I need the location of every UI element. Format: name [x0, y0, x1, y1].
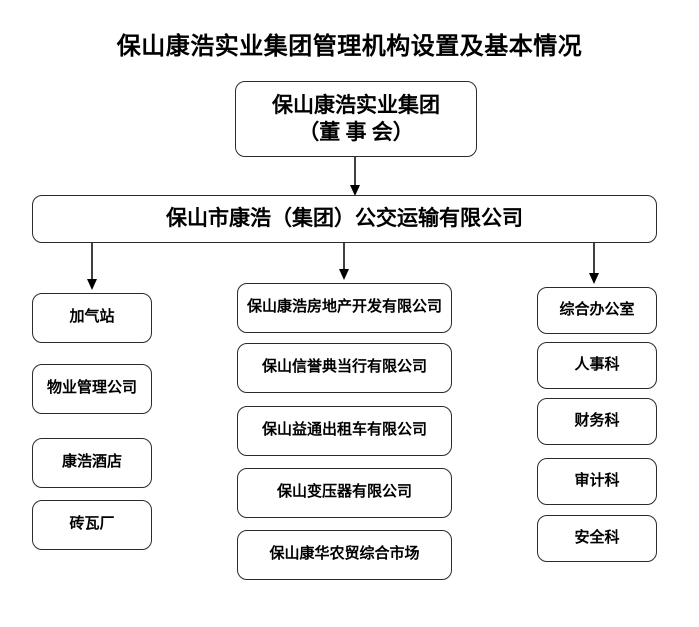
org-node-farmers-market: 保山康华农贸综合市场 — [237, 530, 452, 580]
org-node-gas-station: 加气站 — [32, 293, 152, 343]
org-node-transformer-company: 保山变压器有限公司 — [237, 468, 452, 518]
org-node-safety-department: 安全科 — [537, 515, 657, 562]
org-node-parent-company: 保山市康浩（集团）公交运输有限公司 — [32, 195, 657, 243]
org-node-board-label: （董 事 会） — [298, 120, 414, 144]
org-node-group-name: 保山康浩实业集团 — [272, 92, 440, 117]
page-title: 保山康浩实业集团管理机构设置及基本情况 — [116, 34, 583, 60]
org-node-real-estate: 保山康浩房地产开发有限公司 — [237, 283, 452, 333]
org-node-audit-department: 审计科 — [537, 458, 657, 505]
org-node-property-management: 物业管理公司 — [32, 364, 152, 414]
arrowhead-left — [87, 279, 97, 290]
org-node-hotel: 康浩酒店 — [32, 438, 152, 488]
org-node-taxi-company: 保山益通出租车有限公司 — [237, 406, 452, 456]
org-node-finance-department: 财务科 — [537, 398, 657, 445]
arrowhead-right — [589, 273, 599, 284]
org-node-hr-department: 人事科 — [537, 342, 657, 389]
org-node-brick-factory: 砖瓦厂 — [32, 500, 152, 550]
arrowhead-middle — [339, 269, 349, 280]
org-node-general-office: 综合办公室 — [537, 287, 657, 334]
org-node-group-board: 保山康浩实业集团 （董 事 会） — [235, 81, 477, 157]
org-node-pawn-shop: 保山信誉典当行有限公司 — [237, 343, 452, 393]
